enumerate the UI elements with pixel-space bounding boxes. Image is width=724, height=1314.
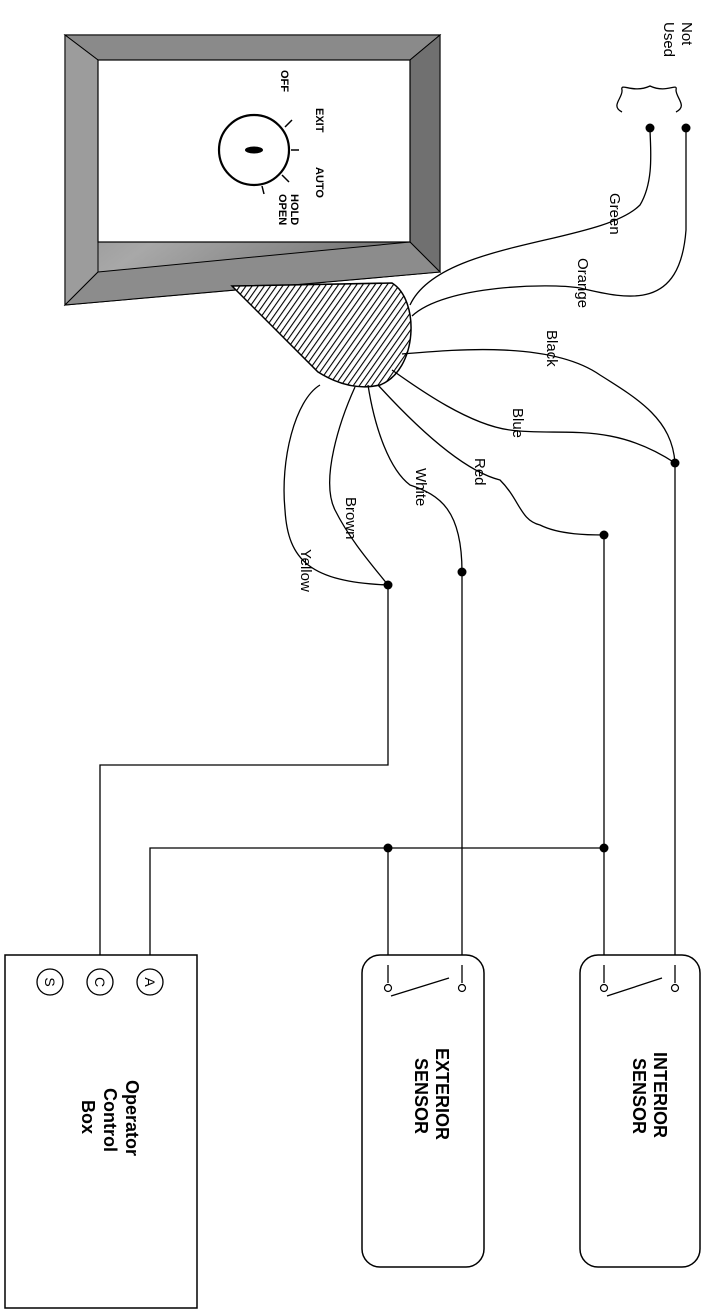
orange-wire-label: Orange xyxy=(574,258,591,308)
key-slot-icon xyxy=(245,146,263,154)
wire-bundle-cable xyxy=(230,282,412,388)
control-box-title-line2: Control xyxy=(100,1088,120,1152)
control-box-outline xyxy=(4,954,198,1309)
brown-wire xyxy=(329,386,389,586)
interior-sensor: INTERIOR SENSOR xyxy=(579,954,701,1268)
exterior-sensor-box xyxy=(361,954,485,1268)
red-wire xyxy=(377,384,605,536)
junction-exterior-common xyxy=(383,843,393,853)
junction-interior-common xyxy=(599,843,609,853)
blue-wire-label: Blue xyxy=(509,408,526,438)
position-auto-label: AUTO xyxy=(313,167,325,198)
not-used-label-line1: Not xyxy=(678,22,695,46)
not-used-brace xyxy=(616,85,682,113)
position-exit-label: EXIT xyxy=(313,108,325,133)
exterior-switch-contact-icon xyxy=(390,977,450,997)
position-off-label: OFF xyxy=(278,70,290,92)
position-hold-label: HOLD xyxy=(288,194,300,225)
yellow-wire xyxy=(283,384,389,586)
black-wire xyxy=(401,348,676,464)
white-wire xyxy=(367,384,463,573)
white-wire-label: White xyxy=(412,468,429,506)
c-terminal-lead xyxy=(99,585,389,965)
orange-wire xyxy=(411,128,687,317)
junction-white xyxy=(457,567,467,577)
black-wire-label: Black xyxy=(543,330,560,367)
terminal-s-label: S xyxy=(42,977,58,986)
junction-red xyxy=(599,530,609,540)
terminal-c-label: C xyxy=(92,977,108,987)
terminal-a-label: A xyxy=(142,977,158,987)
brown-wire-label: Brown xyxy=(342,497,359,540)
terminal-c xyxy=(86,968,114,996)
green-wire-label: Green xyxy=(606,193,623,235)
interior-sensor-label-line1: INTERIOR xyxy=(650,1052,670,1138)
a-terminal-bus xyxy=(149,847,604,965)
exterior-sensor: EXTERIOR SENSOR xyxy=(361,954,485,1268)
terminal-a xyxy=(136,968,164,996)
terminal-s xyxy=(36,968,64,996)
exterior-sensor-label-line1: EXTERIOR xyxy=(432,1048,452,1140)
junction-black-blue xyxy=(670,458,680,468)
key-switch-plate xyxy=(63,33,442,307)
green-wire xyxy=(409,127,652,306)
red-wire-label: Red xyxy=(471,458,488,486)
interior-sensor-box xyxy=(579,954,701,1268)
key-cylinder xyxy=(217,113,299,195)
not-used-label-line2: Used xyxy=(660,22,677,57)
control-box-title-line3: Box xyxy=(78,1100,98,1134)
yellow-wire-label: Yellow xyxy=(297,549,314,592)
blue-wire xyxy=(391,369,676,464)
control-box-title-line1: Operator xyxy=(122,1080,142,1156)
junction-brown-yellow xyxy=(383,580,393,590)
not-used-group: Not Used xyxy=(616,22,695,133)
interior-sensor-label-line2: SENSOR xyxy=(629,1058,649,1134)
position-open-label: OPEN xyxy=(276,194,288,225)
exterior-sensor-label-line2: SENSOR xyxy=(411,1058,431,1134)
operator-control-box: A C S Operator Control Box xyxy=(4,954,198,1309)
interior-switch-contact-icon xyxy=(606,977,663,997)
